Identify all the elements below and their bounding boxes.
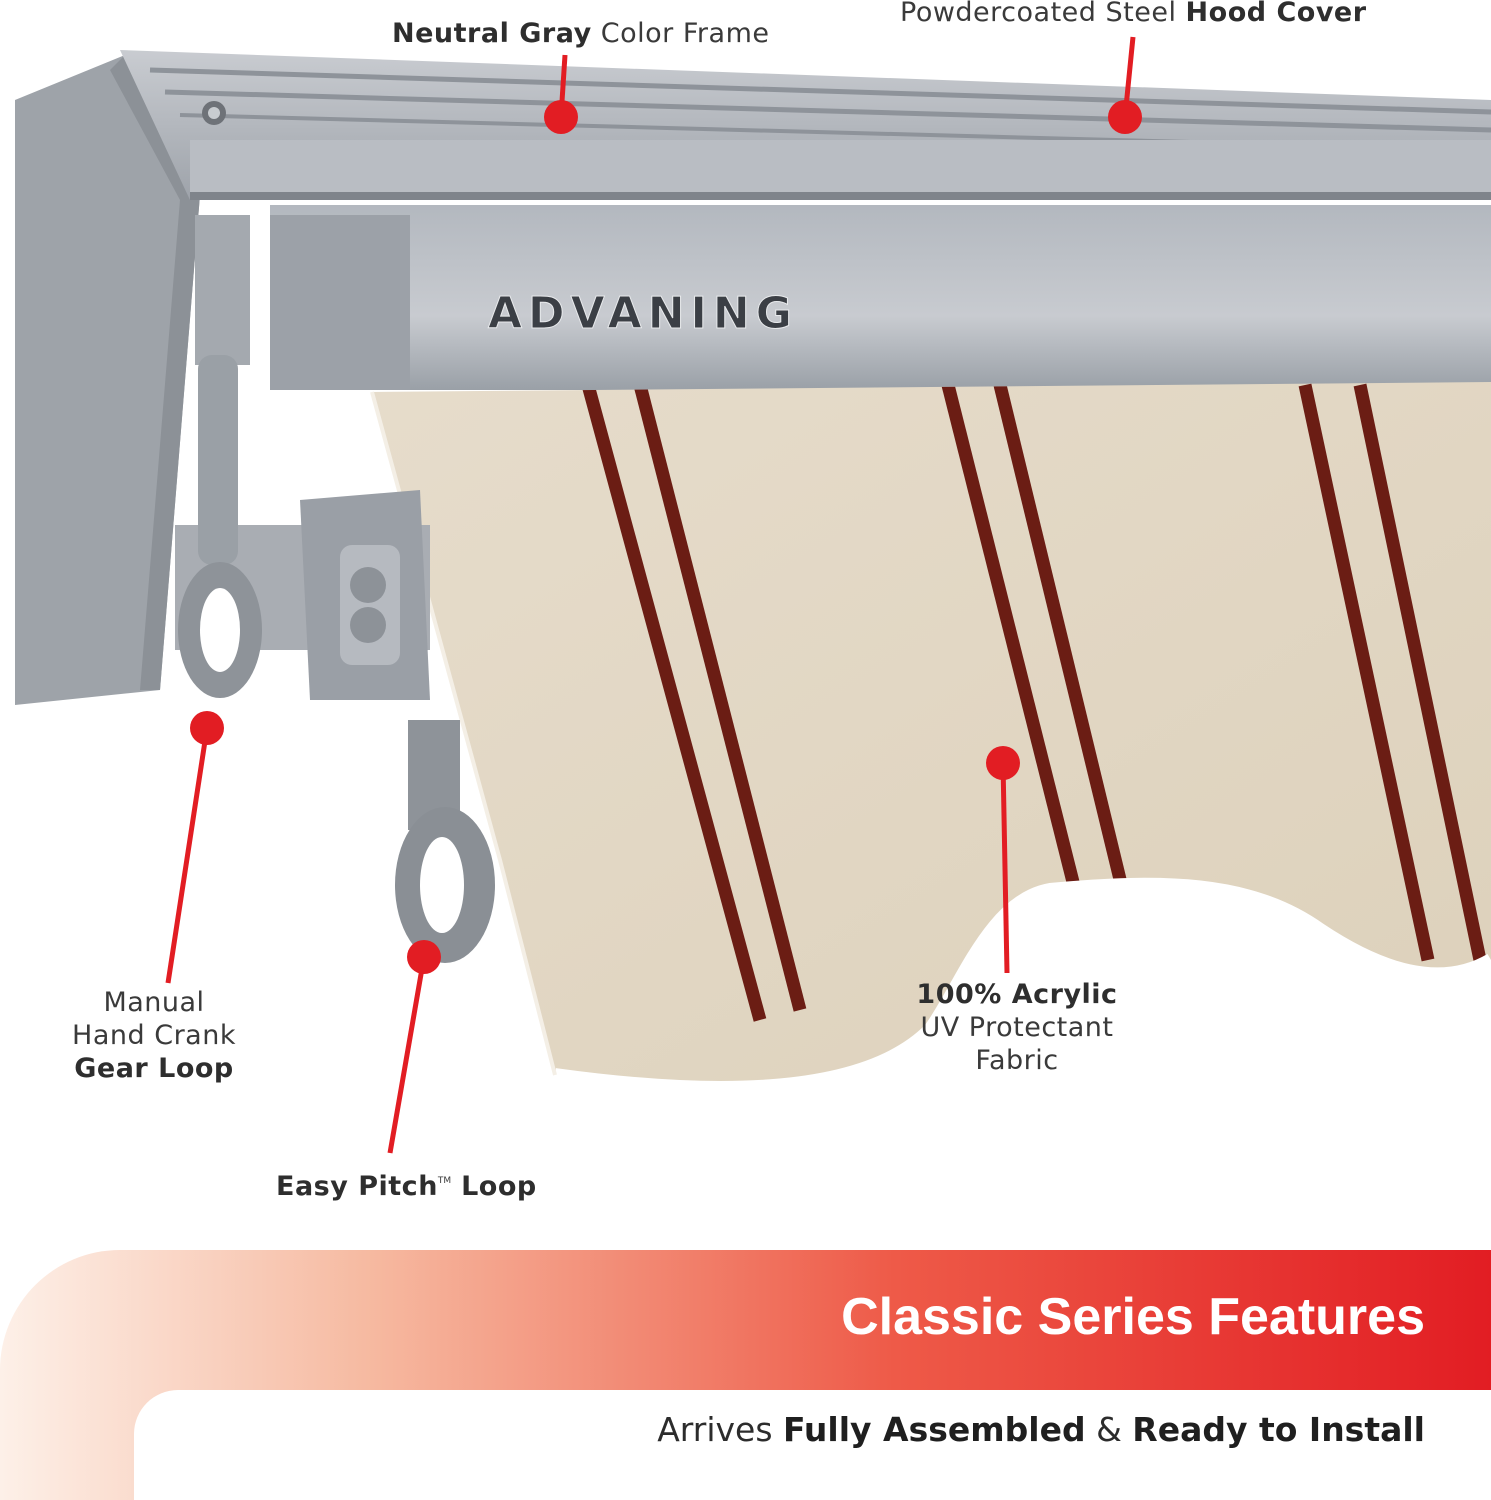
- callout-fabric-line2: UV Protectant: [920, 1012, 1114, 1043]
- callout-fabric-line3: Fabric: [975, 1045, 1059, 1076]
- banner-title: Classic Series Features: [841, 1288, 1425, 1346]
- banner-subtitle-a: Arrives: [657, 1410, 784, 1449]
- callout-hood-label: Powdercoated Steel Hood Cover: [900, 0, 1367, 29]
- callout-crank-line1: Manual: [103, 987, 205, 1018]
- callout-frame-label: Neutral Gray Color Frame: [392, 17, 770, 50]
- brand-logo: ADVANING: [488, 288, 798, 339]
- callout-pitch-text: Loop: [451, 1171, 537, 1202]
- callout-frame-bold: Neutral Gray: [392, 18, 592, 49]
- banner-bottom-panel: [134, 1390, 1491, 1500]
- callout-pointers: [165, 36, 1142, 1154]
- trademark-mark: TM: [437, 1176, 452, 1186]
- callout-hood-text: Powdercoated Steel: [900, 0, 1186, 28]
- callout-pitch-bold: Easy Pitch: [276, 1171, 438, 1202]
- banner-subtitle-b: Fully Assembled: [783, 1410, 1086, 1449]
- callout-crank-line3: Gear Loop: [74, 1053, 234, 1084]
- banner-subtitle: Arrives Fully Assembled & Ready to Insta…: [657, 1408, 1425, 1452]
- callout-hood-bold: Hood Cover: [1185, 0, 1367, 28]
- callout-fabric-line1: 100% Acrylic: [916, 979, 1118, 1010]
- callout-frame-text: Color Frame: [591, 18, 770, 49]
- callout-fabric-label: 100% Acrylic UV Protectant Fabric: [900, 978, 1134, 1077]
- callout-crank-label: Manual Hand Crank Gear Loop: [54, 986, 254, 1085]
- banner-subtitle-d: Ready to Install: [1132, 1410, 1425, 1449]
- callout-pitch-label: Easy PitchTM Loop: [276, 1165, 537, 1203]
- banner-subtitle-c: &: [1085, 1410, 1133, 1449]
- callout-crank-line2: Hand Crank: [72, 1020, 236, 1051]
